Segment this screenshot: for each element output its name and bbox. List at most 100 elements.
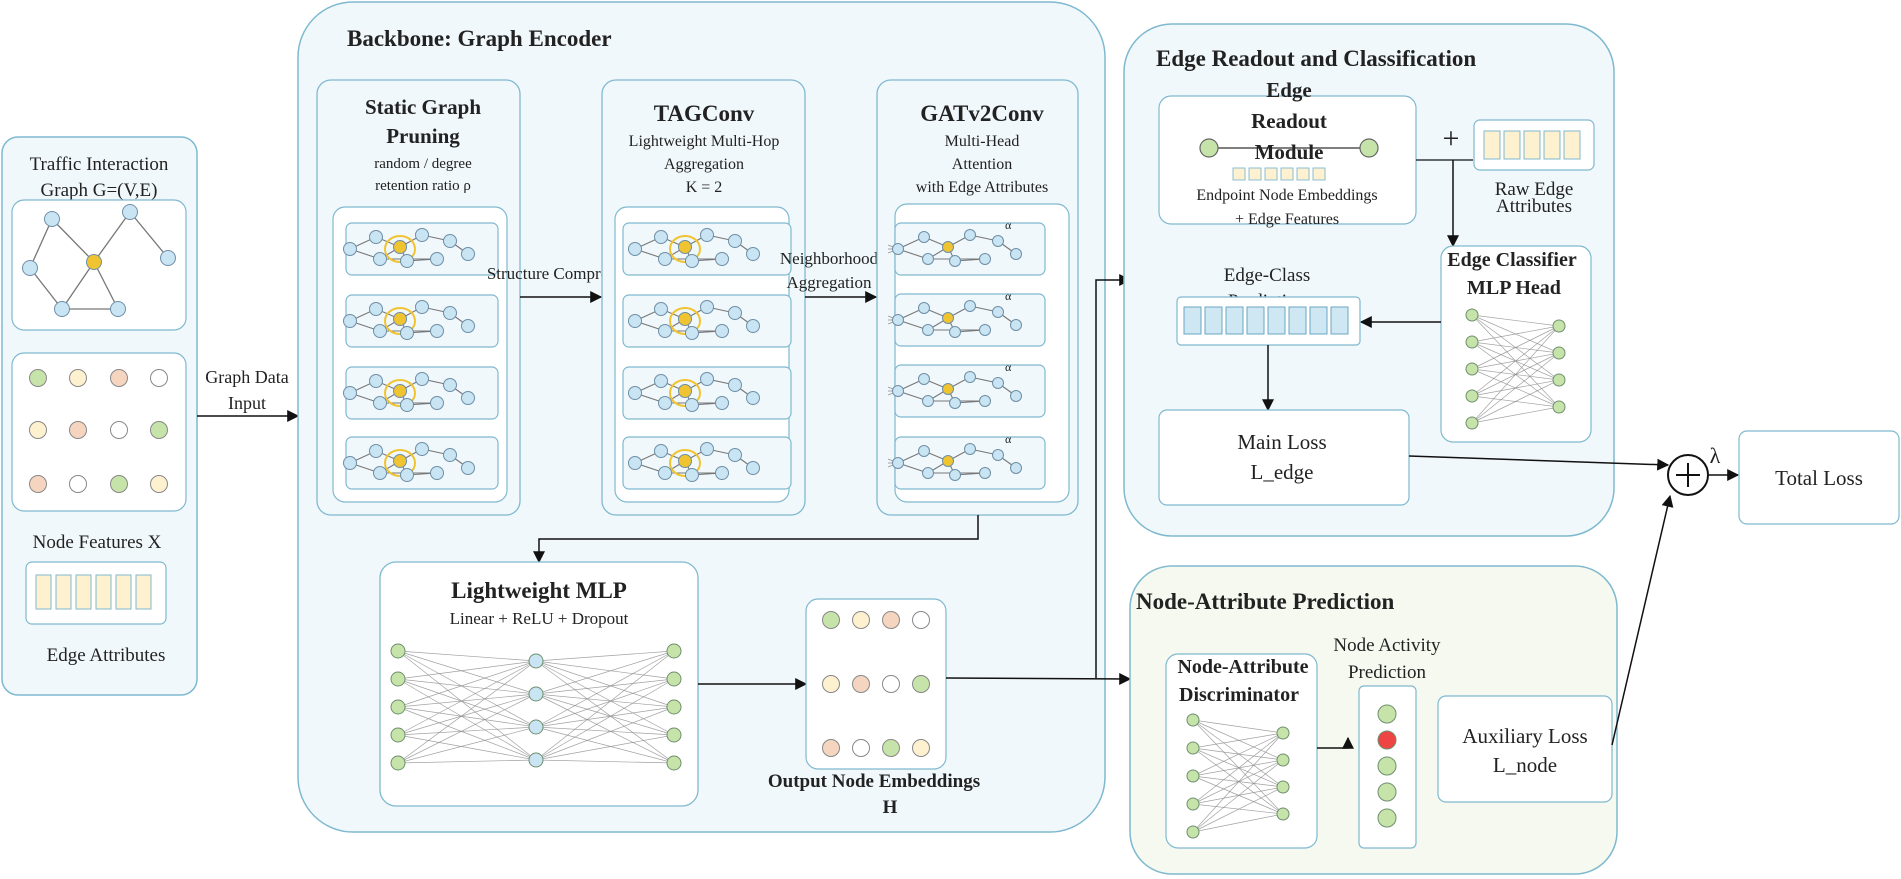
arrow-embeddings-to-node-prediction (945, 672, 1132, 685)
embedding-node (822, 675, 840, 693)
network-connection (1192, 732, 1284, 777)
focus-ring (384, 235, 416, 263)
card-node (949, 326, 961, 338)
network-neuron (390, 699, 406, 715)
embedding-node (822, 611, 840, 629)
card-node (700, 228, 714, 242)
feature-node (69, 421, 87, 439)
card-node (369, 444, 383, 458)
center-node (393, 312, 407, 326)
card-node (373, 396, 387, 410)
readout-sub-line2: + Edge Features (1235, 211, 1339, 228)
feature-node (150, 369, 168, 387)
auxiliary-loss-box (1437, 695, 1613, 803)
prediction-cell (1246, 306, 1265, 335)
card-node (918, 231, 930, 243)
card-node (746, 319, 760, 333)
feature-node (29, 369, 47, 387)
embedding-node (912, 675, 930, 693)
network-neuron (1186, 797, 1200, 811)
output-embeddings-box (805, 598, 947, 770)
card-node (461, 319, 475, 333)
prediction-cell (1183, 306, 1202, 335)
classifier-title-line1: Edge Classifier (1447, 249, 1577, 271)
card-node (658, 324, 672, 338)
network-connection (535, 706, 675, 728)
feature-node (150, 421, 168, 439)
feature-cell (35, 574, 52, 610)
neighborhood-line2: Aggregation (787, 273, 872, 292)
network-neuron (1552, 400, 1566, 414)
node-feature-grid-box (11, 352, 187, 512)
card-node (654, 230, 668, 244)
network-connection (397, 650, 537, 728)
network-connection (535, 693, 675, 736)
network-neuron (1465, 416, 1479, 430)
gatv2-title: GATv2Conv (920, 101, 1044, 126)
network-neuron (1552, 346, 1566, 360)
network-neuron (666, 643, 682, 659)
network-connection (1192, 786, 1284, 833)
network-neuron (1465, 362, 1479, 376)
embedding-node (882, 675, 900, 693)
card-node (728, 234, 742, 248)
network-connection (397, 759, 537, 764)
card-node (1010, 462, 1022, 474)
main-loss-line1: Main Loss (1237, 430, 1326, 454)
network-neuron (528, 752, 544, 768)
card-node (430, 466, 444, 480)
card-node (343, 314, 357, 328)
network-neuron (1186, 741, 1200, 755)
network-connection (1192, 813, 1284, 833)
card-node (892, 243, 904, 255)
network-connection (1192, 747, 1284, 788)
arrow-main-loss-to-sum (1408, 455, 1670, 471)
card-node (654, 374, 668, 388)
classifier-title-line2: MLP Head (1467, 277, 1561, 299)
card-node (373, 466, 387, 480)
network-connection (1471, 314, 1560, 327)
card-node (628, 242, 642, 256)
card-node (949, 397, 961, 409)
card-node (443, 378, 457, 392)
network-neuron (1465, 308, 1479, 322)
center-node (678, 454, 692, 468)
card-node (400, 326, 414, 340)
graph-node (22, 260, 38, 276)
network-connection (397, 660, 537, 680)
card-node (918, 445, 930, 457)
readout-cell (1232, 167, 1246, 181)
card-node (461, 461, 475, 475)
network-connection (397, 726, 537, 736)
activity-node (1377, 730, 1397, 750)
center-node (678, 384, 692, 398)
readout-endpoint-node-left (1199, 138, 1219, 158)
card-node (715, 252, 729, 266)
edge-attribute-vector (35, 574, 152, 610)
network-connection (397, 693, 537, 764)
focus-ring (669, 449, 701, 477)
edge-readout-panel: Edge Readout and Classification Edge Rea… (1123, 23, 1615, 537)
arrow-discriminator-to-activity (1317, 736, 1354, 749)
card-node (964, 371, 976, 383)
card-node (430, 252, 444, 266)
card-node (443, 234, 457, 248)
network-connection (397, 693, 537, 708)
network-connection (397, 706, 537, 761)
network-connection (1192, 719, 1284, 815)
card-node (400, 468, 414, 482)
output-label-line1: Output Node Embeddings (768, 771, 980, 792)
arrow-gatv2-to-mlp (533, 515, 979, 564)
card-node (700, 372, 714, 386)
graph-node (86, 254, 102, 270)
readout-module-line3: Module (1255, 140, 1324, 164)
raw-edge-line1: Raw Edge (1495, 179, 1574, 200)
card-node (685, 254, 699, 268)
network-connection (1192, 747, 1284, 815)
main-loss-box (1158, 409, 1410, 506)
card-node (949, 255, 961, 267)
card-node (373, 252, 387, 266)
card-node (964, 300, 976, 312)
